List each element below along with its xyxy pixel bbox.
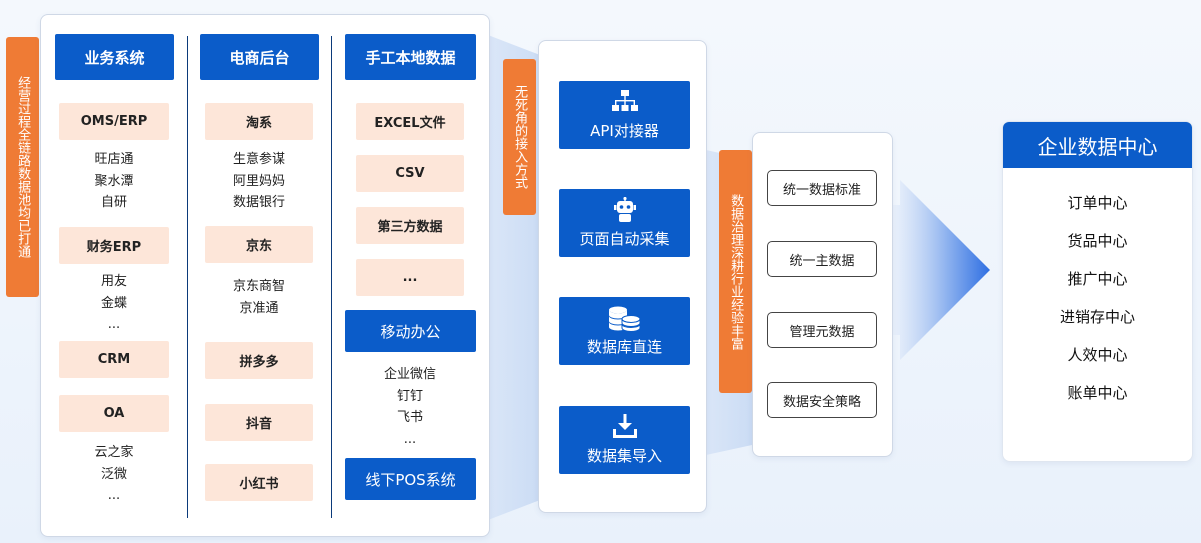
ecommerce-group-douyin: 抖音: [205, 404, 313, 441]
governance-item: 数据安全策略: [767, 382, 877, 418]
list-item: 聚水潭: [94, 173, 134, 189]
list-item: 京东商智: [232, 279, 285, 294]
list-item: 订单中心: [1067, 194, 1128, 212]
manual-box-excel: EXCEL文件: [356, 103, 464, 140]
method-api: API对接器: [559, 81, 690, 149]
governance-vertical-tab-text: 数据治理深耕行业经验丰富: [728, 193, 744, 350]
list-item: 京准通: [239, 300, 279, 316]
list-item: 用友: [100, 274, 127, 289]
governance-vertical-tab: 数据治理深耕行业经验丰富: [719, 150, 752, 393]
database-icon: [608, 306, 640, 332]
business-oms-items: 旺店通 聚水潭 自研: [59, 149, 169, 214]
column-divider-2: [331, 36, 332, 518]
manual-box-more: ...: [356, 259, 464, 296]
mobile-office-items: 企业微信 钉钉 飞书 ...: [355, 364, 465, 450]
data-center-panel: [1002, 121, 1193, 462]
list-item: 旺店通: [94, 152, 134, 167]
list-item: 人效中心: [1067, 346, 1128, 364]
business-group-crm: CRM: [59, 341, 169, 378]
governance-item: 统一数据标准: [767, 170, 877, 206]
business-group-oa: OA: [59, 395, 169, 432]
access-vertical-tab-text: 无死角的接入方式: [512, 85, 528, 189]
manual-header: 手工本地数据: [345, 34, 476, 80]
ecommerce-group-xhs: 小红书: [205, 464, 313, 501]
method-dataset-import: 数据集导入: [559, 406, 690, 474]
governance-item: 管理元数据: [767, 312, 877, 348]
ecommerce-group-taobao: 淘系: [205, 103, 313, 140]
method-label: 数据库直连: [586, 338, 662, 356]
big-arrow: [893, 180, 990, 360]
ecommerce-header: 电商后台: [200, 34, 319, 80]
business-group-finance: 财务ERP: [59, 227, 169, 264]
list-item: ...: [403, 431, 417, 447]
list-item: 货品中心: [1067, 232, 1128, 250]
manual-box-third-party: 第三方数据: [356, 207, 464, 244]
business-group-oms: OMS/ERP: [59, 103, 169, 140]
left-vertical-tab: 经营过程全链路数据池均已打通: [6, 37, 39, 297]
ecommerce-jd-items: 京东商智 京准通: [204, 276, 314, 319]
list-item: 推广中心: [1067, 270, 1128, 288]
access-vertical-tab: 无死角的接入方式: [503, 59, 536, 215]
ecommerce-group-jd: 京东: [205, 226, 313, 263]
list-item: ...: [107, 317, 121, 332]
governance-item: 统一主数据: [767, 241, 877, 277]
business-header: 业务系统: [55, 34, 174, 80]
method-label: 数据集导入: [586, 447, 662, 465]
data-center-list: 订单中心 货品中心 推广中心 进销存中心 人效中心 账单中心: [1003, 190, 1192, 420]
ecommerce-group-pdd: 拼多多: [205, 342, 313, 379]
list-item: 生意参谋: [232, 152, 285, 167]
list-item: 金蝶: [100, 295, 127, 311]
ecommerce-taobao-items: 生意参谋 阿里妈妈 数据银行: [204, 149, 314, 214]
business-oa-items: 云之家 泛微 ...: [59, 442, 169, 507]
list-item: 钉钉: [396, 388, 423, 404]
method-database: 数据库直连: [559, 297, 690, 365]
list-item: 自研: [100, 195, 127, 210]
list-item: 进销存中心: [1059, 308, 1135, 326]
manual-box-csv: CSV: [356, 155, 464, 192]
method-label: 页面自动采集: [579, 230, 670, 248]
mobile-office-header: 移动办公: [345, 310, 476, 352]
data-center-title: 企业数据中心: [1003, 122, 1192, 168]
business-finance-items: 用友 金蝶 ...: [59, 271, 169, 336]
list-item: ...: [107, 488, 121, 503]
list-item: 云之家: [94, 445, 134, 460]
list-item: 阿里妈妈: [232, 173, 285, 189]
download-icon: [612, 414, 637, 438]
list-item: 飞书: [396, 410, 423, 425]
list-item: 数据银行: [232, 195, 285, 210]
list-item: 企业微信: [383, 367, 436, 382]
robot-icon: [613, 197, 636, 222]
left-vertical-tab-text: 经营过程全链路数据池均已打通: [15, 76, 31, 258]
column-divider-1: [187, 36, 188, 518]
list-item: 账单中心: [1067, 384, 1128, 402]
method-page-crawl: 页面自动采集: [559, 189, 690, 257]
pos-header: 线下POS系统: [345, 458, 476, 500]
api-hierarchy-icon: [611, 90, 638, 111]
list-item: 泛微: [100, 466, 127, 482]
method-label: API对接器: [590, 122, 659, 140]
